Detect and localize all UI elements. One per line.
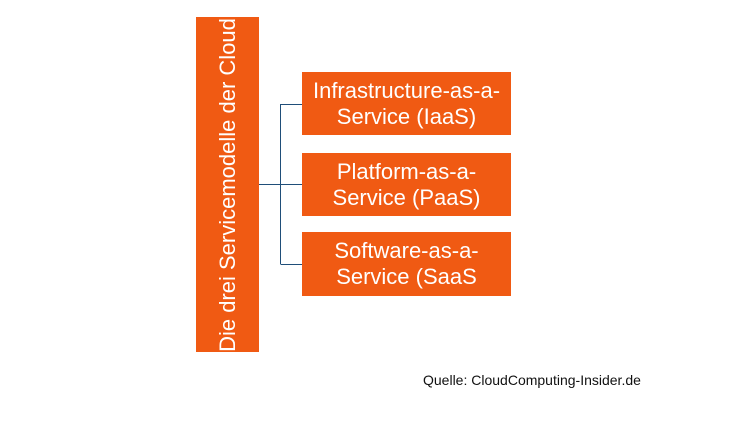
child-node-label: Platform-as-a-Service (PaaS) — [332, 158, 481, 210]
root-node: Die drei Servicemodelle der Cloud — [196, 17, 259, 352]
child-node-saas: Software-as-a-Service (SaaS — [302, 232, 511, 296]
child-node-label: Infrastructure-as-a-Service (IaaS) — [312, 77, 501, 129]
child-node-label: Software-as-a-Service (SaaS — [334, 238, 479, 289]
child-node-paas: Platform-as-a-Service (PaaS) — [302, 153, 511, 216]
source-note: Quelle: CloudComputing-Insider.de — [423, 372, 641, 388]
child-node-iaas: Infrastructure-as-a-Service (IaaS) — [302, 72, 511, 135]
